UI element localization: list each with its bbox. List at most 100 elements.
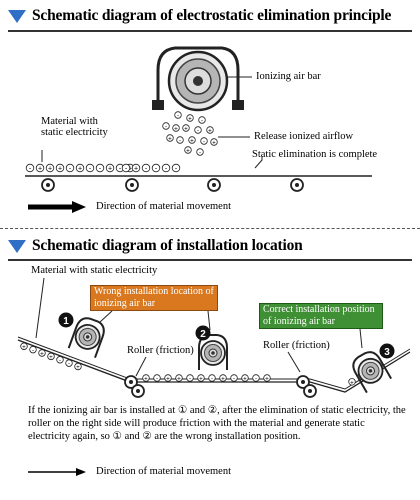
charge-symbol: + xyxy=(47,352,55,361)
svg-text:+: + xyxy=(40,351,44,358)
charge-symbol: + xyxy=(45,163,55,173)
direction-arrow-icon xyxy=(28,468,86,476)
svg-text:-: - xyxy=(32,347,34,354)
svg-text:-: - xyxy=(165,124,167,131)
charge-symbol: - xyxy=(141,163,151,173)
charge-symbol: + xyxy=(166,134,174,143)
direction-arrow-icon xyxy=(28,201,86,213)
svg-text:-: - xyxy=(69,166,72,173)
charge-symbol: - xyxy=(200,137,208,146)
svg-text:-: - xyxy=(99,166,102,173)
svg-text:+: + xyxy=(188,116,192,123)
charge-symbol: + xyxy=(182,124,190,133)
charge-symbol: - xyxy=(176,136,184,145)
svg-text:-: - xyxy=(156,376,158,383)
svg-text:-: - xyxy=(211,376,213,383)
charge-symbol: + xyxy=(186,114,194,123)
svg-text:+: + xyxy=(144,376,148,383)
svg-text:+: + xyxy=(168,136,172,143)
svg-text:+: + xyxy=(134,166,138,173)
explanation-text: If the ionizing air bar is installed at … xyxy=(28,405,406,442)
ionizing-bar-label: Ionizing air bar xyxy=(256,71,321,82)
section2-title: Schematic diagram of installation locati… xyxy=(32,237,303,254)
complete-label: Static elimination is complete xyxy=(252,149,378,160)
charge-symbol: - xyxy=(65,163,75,173)
charge-symbol: + xyxy=(131,163,141,173)
svg-text:-: - xyxy=(125,166,128,173)
charge-symbol: + xyxy=(348,378,356,386)
section1-header: Schematic diagram of electrostatic elimi… xyxy=(8,4,412,28)
svg-text:-: - xyxy=(201,118,203,125)
charge-symbol: + xyxy=(105,163,115,173)
charge-symbol: + xyxy=(241,374,249,383)
ionizing-air-bar-icon xyxy=(152,46,244,112)
charge-symbol: + xyxy=(197,374,205,383)
material-label-2: Material with static electricity xyxy=(31,265,158,276)
svg-text:-: - xyxy=(68,361,70,368)
charge-symbol: - xyxy=(151,163,161,173)
roller-icon xyxy=(125,178,139,192)
svg-text:+: + xyxy=(190,138,194,145)
svg-text:+: + xyxy=(177,376,181,383)
charge-symbol: - xyxy=(252,374,260,383)
section2-header: Schematic diagram of installation locati… xyxy=(8,234,412,258)
charge-symbol: + xyxy=(188,136,196,145)
material-label-line2: static electricity xyxy=(41,127,108,138)
charge-symbol: + xyxy=(74,362,82,371)
svg-text:+: + xyxy=(78,166,82,173)
svg-text:-: - xyxy=(203,139,205,146)
charge-symbol: - xyxy=(162,122,170,131)
charge-symbol: + xyxy=(184,146,192,155)
svg-text:2: 2 xyxy=(200,329,206,340)
svg-text:-: - xyxy=(29,166,32,173)
svg-text:-: - xyxy=(255,376,257,383)
section-divider xyxy=(0,228,420,229)
roller-label-2: Roller (friction) xyxy=(263,340,330,351)
svg-text:+: + xyxy=(49,354,53,361)
charge-symbol: + xyxy=(55,163,65,173)
charge-symbol: - xyxy=(186,374,194,383)
svg-text:+: + xyxy=(48,166,52,173)
svg-text:-: - xyxy=(175,166,178,173)
charge-symbol: + xyxy=(35,163,45,173)
svg-text:-: - xyxy=(119,166,122,173)
svg-text:+: + xyxy=(166,376,170,383)
svg-text:+: + xyxy=(350,379,354,386)
air-bar-2-icon xyxy=(198,334,228,370)
roller-icon xyxy=(124,375,138,389)
svg-text:-: - xyxy=(177,113,179,120)
charge-symbol: + xyxy=(210,138,218,147)
svg-text:-: - xyxy=(197,128,199,135)
section1-underline xyxy=(8,30,412,32)
svg-text:-: - xyxy=(89,166,92,173)
charge-symbol: + xyxy=(263,374,271,383)
charge-symbol: - xyxy=(171,163,181,173)
section1-title: Schematic diagram of electrostatic elimi… xyxy=(32,7,392,24)
charge-symbol: + xyxy=(75,163,85,173)
svg-text:+: + xyxy=(184,126,188,133)
svg-text:+: + xyxy=(212,140,216,147)
svg-text:-: - xyxy=(155,166,158,173)
material-label-line1: Material with xyxy=(41,116,98,127)
charge-symbol: - xyxy=(196,148,204,157)
triangle-bullet-icon xyxy=(8,9,26,23)
svg-text:+: + xyxy=(221,376,225,383)
svg-text:+: + xyxy=(243,376,247,383)
svg-text:-: - xyxy=(59,357,61,364)
svg-text:+: + xyxy=(174,126,178,133)
section2-underline xyxy=(8,259,412,261)
principle-diagram: -+-+-++-+-+-+-+ -+++-+--+-+ -+---- xyxy=(25,46,372,213)
charge-symbol: - xyxy=(230,374,238,383)
svg-text:-: - xyxy=(145,166,148,173)
svg-text:-: - xyxy=(233,376,235,383)
charge-symbol: + xyxy=(20,342,28,351)
svg-text:+: + xyxy=(22,344,26,351)
svg-text:-: - xyxy=(165,166,168,173)
direction-label-1: Direction of material movement xyxy=(96,201,231,212)
roller-group-1 xyxy=(41,178,304,192)
correct-installation-box: Correct installation position of ionizin… xyxy=(259,303,383,329)
charge-symbol: - xyxy=(121,163,131,173)
marker-3-icon: 3 xyxy=(379,343,395,359)
svg-text:+: + xyxy=(58,166,62,173)
